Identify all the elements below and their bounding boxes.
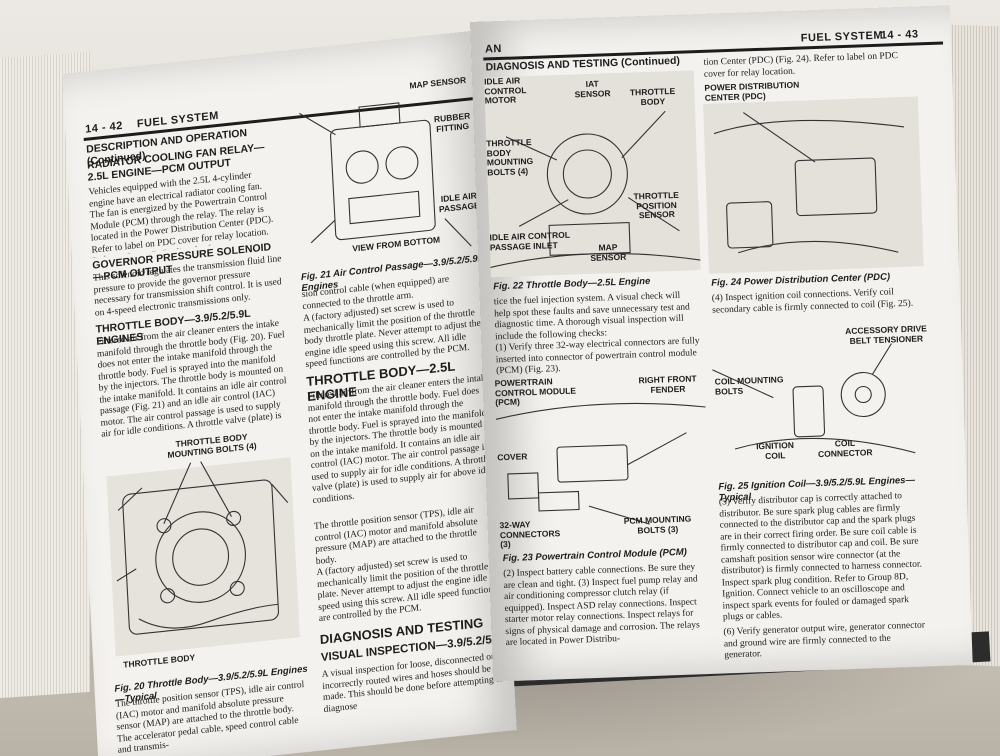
right-col1-bottom: (2) Inspect battery cable connections. B…: [503, 562, 700, 649]
right-col2-item6: (6) Verify generator output wire, genera…: [723, 620, 926, 661]
fig25-label-tensioner: ACCESSORY DRIVE BELT TENSIONER: [844, 323, 927, 346]
fig24-pdc-drawing: [703, 96, 924, 274]
throttle-text: Filtered air from the air cleaner enters…: [96, 318, 287, 442]
right-col1-text: tice the fuel injection system. A visual…: [493, 290, 691, 342]
fig25-ignition-coil-drawing: [712, 343, 916, 454]
fig22-caption: Fig. 22 Throttle Body—2.5L Engine: [493, 275, 651, 293]
fig25-label-coil: IGNITION COIL: [755, 439, 795, 461]
fig23-label-bolts: PCM MOUNTING BOLTS (3): [623, 513, 692, 535]
fig20-throttle-body-drawing: [106, 457, 300, 657]
right-col1-item1: (1) Verify three 32-way electrical conne…: [495, 336, 700, 377]
fig22-label-map: MAP SENSOR: [590, 241, 627, 263]
fig22-label-tps: THROTTLE POSITION SENSOR: [633, 189, 679, 221]
right-page: AN FUEL SYSTEM 14 - 43 DIAGNOSIS AND TES…: [470, 5, 973, 682]
fig23-pcm-drawing: [495, 402, 706, 525]
fig22-label-inlet: IDLE AIR CONTROL PASSAGE INLET: [489, 229, 570, 252]
right-col2-top: tion Center (PDC) (Fig. 24). Refer to la…: [703, 51, 899, 80]
fig23-label-connectors: 32-WAY CONNECTORS (3): [499, 519, 561, 550]
fig24-caption: Fig. 24 Power Distribution Center (PDC): [711, 271, 891, 289]
fig21-air-passage-drawing: [299, 102, 472, 247]
fig22-throttle-body-drawing: [483, 70, 701, 278]
right-col2-item4: (4) Inspect ignition coil connections. V…: [711, 287, 914, 316]
fig22-label-tb: THROTTLE BODY: [629, 85, 676, 107]
fig25-label-connector: COIL CONNECTOR: [817, 437, 873, 459]
visual-text: A visual inspection for loose, disconnec…: [321, 651, 504, 715]
fig23-label-fender: RIGHT FRONT FENDER: [638, 373, 697, 395]
fig23-caption: Fig. 23 Powertrain Control Module (PCM): [502, 546, 688, 565]
fig22-label-iac: IDLE AIR CONTROL MOTOR: [483, 75, 527, 106]
fig22-label-iat: IAT SENSOR: [574, 78, 611, 99]
right-header-mark: AN: [484, 42, 503, 56]
fig23-label-cover: COVER: [497, 451, 528, 463]
fig22-label-bolts: THROTTLE BODY MOUNTING BOLTS (4): [486, 136, 534, 177]
fig25-label-bolts: COIL MOUNTING BOLTS: [714, 374, 784, 397]
right-page-header-title: FUEL SYSTEM: [800, 29, 884, 45]
right-col2-item5: (5) Verify distributor cap is correctly …: [718, 491, 923, 623]
tb25-text: Filtered air from the air cleaner enters…: [306, 372, 493, 506]
right-page-number: 14 - 43: [880, 28, 919, 42]
left-page: 14 - 42 FUEL SYSTEM DESCRIPTION AND OPER…: [62, 30, 517, 756]
fig23-label-pcm: POWERTRAIN CONTROL MODULE (PCM): [494, 376, 577, 408]
